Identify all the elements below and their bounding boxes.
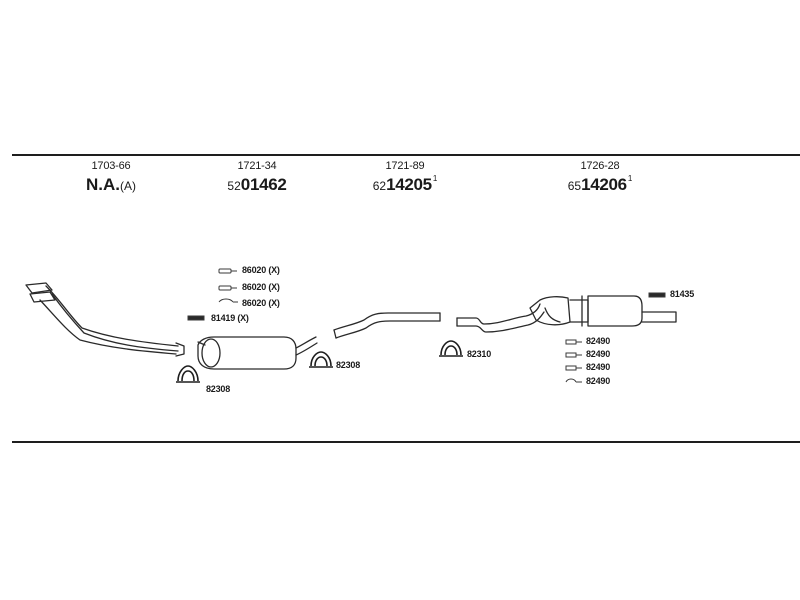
hanger-icon [565,352,582,358]
clamp-label-3: 82310 [467,349,492,359]
group-1-part-suffix: (A) [120,179,136,193]
group-4-part-sup: 1 [627,174,633,183]
group-4-part-prefix: 65 [567,179,582,193]
group-1-part-main: N.A. [86,175,120,194]
group-2-code: 1721-34 [237,160,277,172]
hanger-label-3: 82490 [586,362,611,372]
hanger-label-1: 82490 [586,336,611,346]
gasket-icon [218,298,238,303]
bolt-icon [187,315,205,321]
group-2-part-prefix: 52 [227,179,241,193]
clamp-drawings [176,340,463,383]
group-1-part-number: N.A.(A) [86,176,136,194]
group-2-part-number: 5201462 [227,176,286,194]
gasket-icon [218,268,237,274]
hanger-icon [565,339,582,345]
group-3-part-main: 14205 [386,175,432,194]
bolt-icon [648,292,666,298]
hanger-icon [565,378,582,383]
front-silencer-drawing [197,336,318,370]
intermediate-pipe-drawing [333,312,441,339]
group-4-part-main: 14206 [581,175,627,194]
rear-silencer-drawing [456,295,677,333]
hanger-label-4: 82490 [586,376,611,386]
bolt-label-1: 81419 (X) [211,313,249,323]
bottom-divider [12,441,800,443]
group-4-part-number: 65142061 [567,174,633,194]
bolt-label-2: 81435 [670,289,695,299]
group-1-code: 1703-66 [91,160,131,172]
hanger-label-2: 82490 [586,349,611,359]
group-3-part-number: 62142051 [372,174,438,194]
gasket-label-2: 86020 (X) [242,282,280,292]
clamp-icon [309,351,333,368]
gasket-label-1: 86020 (X) [242,265,280,275]
clamp-icon [439,340,463,357]
gasket-icon [218,285,237,291]
clamp-icon [176,365,200,383]
group-4-code: 1726-28 [580,160,620,172]
gasket-label-3: 86020 (X) [242,298,280,308]
group-3-part-sup: 1 [432,174,438,183]
top-divider [12,154,800,156]
clamp-label-2: 82308 [336,360,361,370]
group-3-part-prefix: 62 [372,179,387,193]
front-pipe-drawing [25,282,185,357]
clamp-label-1: 82308 [206,384,231,394]
group-3-code: 1721-89 [385,160,425,172]
group-2-part-main: 01462 [240,175,287,194]
hanger-icon [565,365,582,371]
